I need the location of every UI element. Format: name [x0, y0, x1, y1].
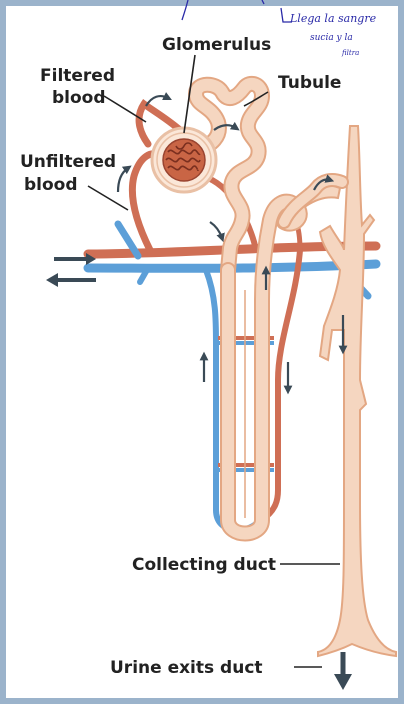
glomerulus-shape	[150, 126, 218, 194]
handwritten-line-2: sucia y la	[310, 33, 353, 43]
label-urine-exits-duct: Urine exits duct	[110, 658, 263, 678]
label-tubule: Tubule	[278, 73, 341, 93]
label-glomerulus: Glomerulus	[162, 35, 271, 55]
arrow-filtered-blood	[145, 92, 172, 107]
vasa-recta-red	[259, 247, 303, 523]
efferent-arteriole	[135, 98, 184, 148]
label-filtered-blood-2: blood	[52, 88, 106, 108]
label-filtered-blood-1: Filtered	[40, 66, 115, 86]
label-unfiltered-blood-1: Unfiltered	[20, 152, 116, 172]
label-collecting-duct: Collecting duct	[132, 555, 276, 575]
collecting-duct-shape	[298, 125, 397, 658]
handwritten-line-3: filtra	[341, 49, 359, 57]
vein-branch-mid	[137, 265, 151, 285]
arrow-tubule-down	[209, 221, 225, 243]
arrow-unfiltered-blood	[116, 165, 132, 193]
arrow-distal	[313, 174, 335, 191]
leader-lines	[87, 54, 340, 668]
handwritten-line-1: Llega la sangre	[289, 12, 377, 25]
urine-exit-arrow	[334, 652, 352, 690]
inflow-outflow-arrows	[46, 253, 96, 287]
vein-branch-left	[114, 220, 142, 260]
labels: Glomerulus Filtered blood Tubule Unfilte…	[20, 35, 341, 678]
diagram-frame	[0, 0, 404, 704]
handwritten-annotation: Llega la sangre sucia y la filtra	[181, 0, 377, 57]
label-unfiltered-blood-2: blood	[24, 175, 78, 195]
flow-arrows	[116, 92, 348, 395]
vein-horizontal	[83, 259, 381, 273]
arrow-tubule-top	[213, 121, 240, 131]
